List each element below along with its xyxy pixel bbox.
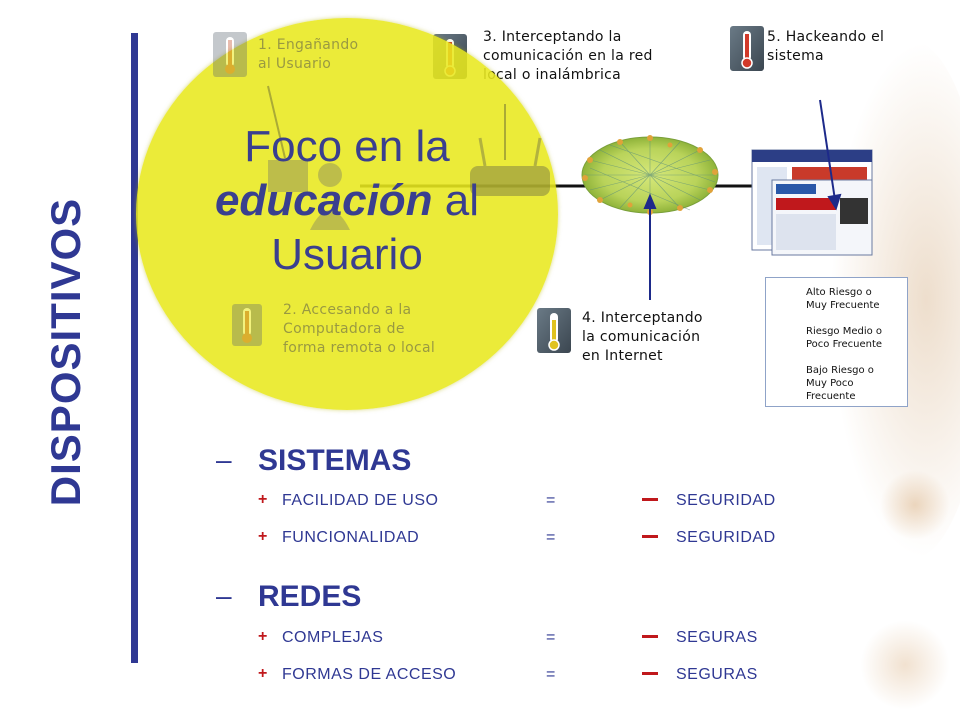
focus-line-2-rest: al: [432, 176, 480, 225]
step5-label: 5. Hackeando el sistema: [767, 28, 884, 66]
row-right: SEGURIDAD: [676, 492, 776, 509]
row-right: SEGURIDAD: [676, 529, 776, 546]
row-left: COMPLEJAS: [282, 629, 384, 646]
legend-mid-text: Riesgo Medio o Poco Frecuente: [806, 325, 882, 351]
step4-line: en Internet: [582, 348, 663, 364]
section-dash: –: [216, 444, 232, 475]
section-dash: –: [216, 580, 232, 611]
attack-arrows: [643, 99, 842, 300]
focus-line-2: educación al: [136, 174, 558, 228]
step2-label: 2. Accesando a la Computadora de forma r…: [283, 301, 435, 358]
row-equals: =: [546, 492, 556, 509]
row-equals: =: [546, 666, 556, 683]
section-title-redes: REDES: [258, 580, 362, 613]
step5-line: 5. Hackeando el: [767, 29, 885, 45]
step1-line: 1. Engañando: [258, 37, 359, 53]
step4-label: 4. Interceptando la comunicación en Inte…: [582, 309, 703, 366]
step3-line: comunicación en la red: [483, 48, 653, 64]
minus-sign: [642, 498, 658, 501]
step1-arrow: [267, 85, 286, 159]
step3-label: 3. Interceptando la comunicación en la r…: [483, 28, 653, 85]
legend-line: Bajo Riesgo o: [806, 365, 874, 376]
row-left: FACILIDAD DE USO: [282, 492, 439, 509]
legend-line: Poco Frecuente: [806, 339, 883, 350]
bg-decoration-dot: [860, 620, 950, 710]
minus-sign: [642, 672, 658, 675]
plus-sign: +: [258, 665, 268, 682]
legend-line: Riesgo Medio o: [806, 326, 883, 337]
legend-line: Alto Riesgo o: [806, 287, 872, 298]
focus-emphasis: educación: [214, 176, 433, 225]
section-title-sistemas: SISTEMAS: [258, 444, 412, 477]
step3-line: 3. Interceptando la: [483, 29, 622, 45]
step4-line: la comunicación: [582, 329, 701, 345]
plus-sign: +: [258, 628, 268, 645]
thermometer-icon-step5: [730, 26, 764, 71]
minus-sign: [642, 535, 658, 538]
step2-line: forma remota o local: [283, 340, 436, 356]
row-left: FORMAS DE ACCESO: [282, 666, 457, 683]
thermometer-icon-step4: [537, 308, 571, 353]
internet-network-icon: [581, 135, 719, 215]
vertical-divider: [131, 33, 138, 663]
router-icon: [470, 137, 550, 196]
row-equals: =: [546, 629, 556, 646]
row-left: FUNCIONALIDAD: [282, 529, 420, 546]
user-computer-icon: [268, 160, 350, 230]
step5-line: sistema: [767, 48, 824, 64]
risk-legend: [765, 277, 908, 407]
step3-line: local o inalámbrica: [483, 67, 622, 83]
focus-line-1: Foco en la: [244, 122, 450, 171]
thermometer-icon-step2: [232, 304, 262, 346]
legend-line: Muy Poco: [806, 378, 854, 389]
focus-circle: [136, 18, 558, 410]
step1-label: 1. Engañando al Usuario: [258, 36, 358, 74]
focus-message: Foco en la educación al Usuario: [136, 120, 558, 282]
legend-line: Frecuente: [806, 391, 856, 402]
legend-line: Muy Frecuente: [806, 300, 880, 311]
step4-line: 4. Interceptando: [582, 310, 703, 326]
step2-line: 2. Accesando a la: [283, 302, 412, 318]
step2-line: Computadora de: [283, 321, 405, 337]
focus-line-3: Usuario: [271, 230, 423, 279]
minus-sign: [642, 635, 658, 638]
row-right: SEGURAS: [676, 666, 758, 683]
row-right: SEGURAS: [676, 629, 758, 646]
step1-line: al Usuario: [258, 56, 332, 72]
plus-sign: +: [258, 491, 268, 508]
website-screens-icon: [751, 149, 873, 256]
plus-sign: +: [258, 528, 268, 545]
bg-decoration-dot: [880, 470, 950, 540]
thermometer-icon-step1: [213, 32, 247, 77]
legend-high-text: Alto Riesgo o Muy Frecuente: [806, 286, 880, 312]
legend-low-text: Bajo Riesgo o Muy Poco Frecuente: [806, 364, 874, 403]
row-equals: =: [546, 529, 556, 546]
